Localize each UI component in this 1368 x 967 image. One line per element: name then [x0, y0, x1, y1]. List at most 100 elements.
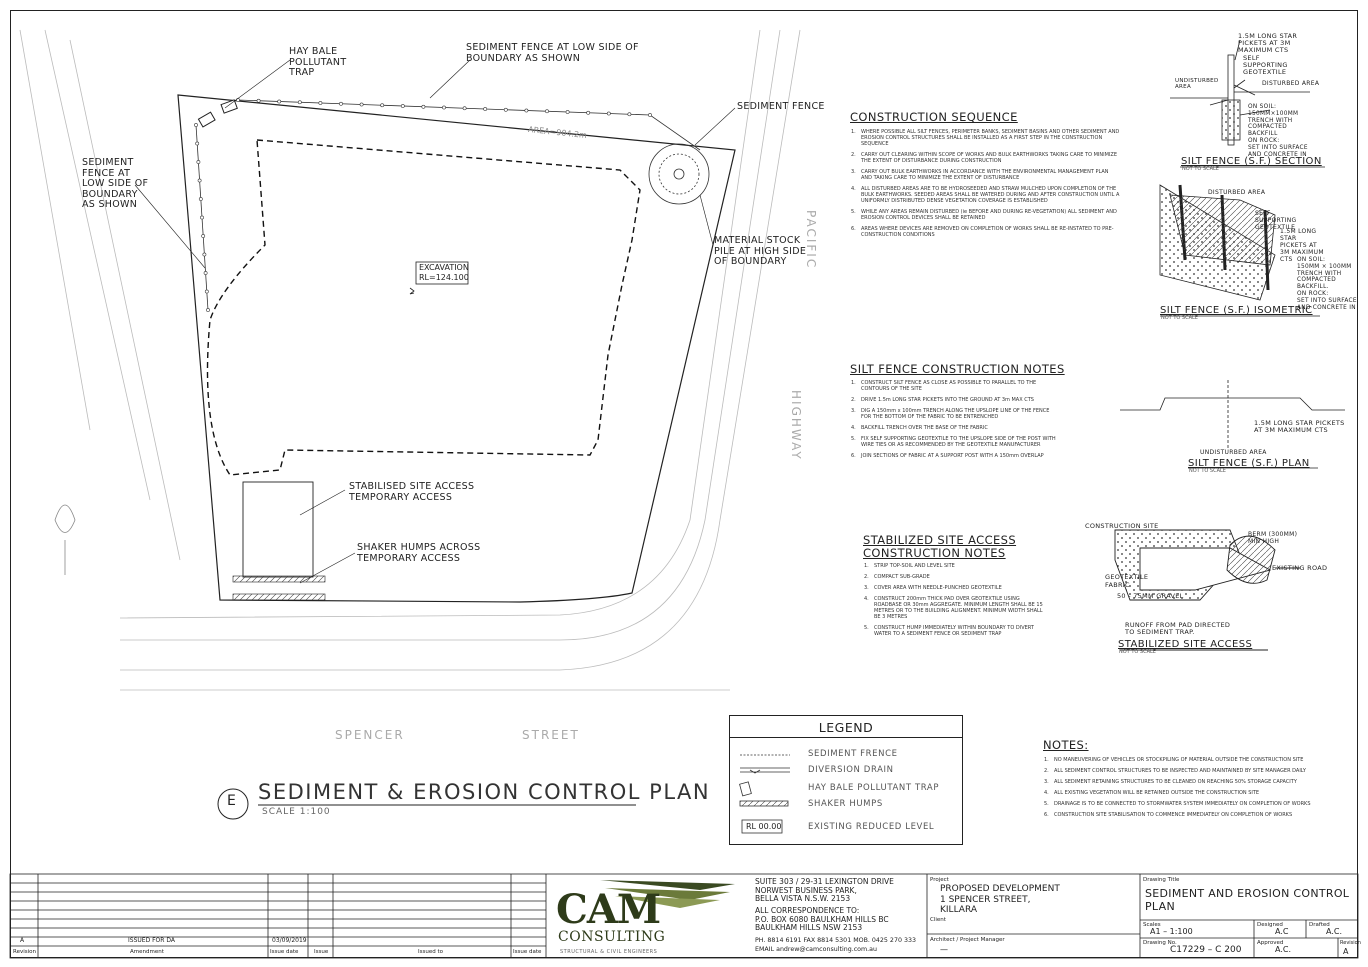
- site-access-callout: STABILISED SITE ACCESS TEMPORARY ACCESS: [349, 481, 475, 503]
- note-item: 4.ALL DISTURBED AREAS ARE TO BE HYDROSEE…: [851, 186, 1121, 204]
- shaker-hump-2: [232, 593, 326, 601]
- fence-post: [606, 111, 611, 116]
- rev-header-issue-date-2: Issue date: [513, 949, 542, 955]
- rev-header-amendment: Amendment: [130, 949, 164, 955]
- street-tree-mark: [54, 504, 76, 575]
- note-text: CONSTRUCT 200mm THICK PAD OVER GEOTEXTIL…: [874, 596, 1043, 620]
- note-text: CARRY OUT CLEARING WITHIN SCOPE OF WORKS…: [861, 152, 1118, 164]
- title-block-grid: [9, 873, 1359, 959]
- note-item: 4.BACKFILL TRENCH OVER THE BASE OF THE F…: [851, 425, 1061, 431]
- section-mark: E: [227, 793, 236, 809]
- site-access-box: [242, 481, 314, 578]
- company-address: SUITE 303 / 29-31 LEXINGTON DRIVE NORWES…: [755, 877, 894, 903]
- note-number: 3.: [864, 585, 869, 591]
- note-item: 4.CONSTRUCT 200mm THICK PAD OVER GEOTEXT…: [864, 596, 1049, 620]
- fence-post: [503, 107, 508, 112]
- client-label: Client: [930, 917, 946, 923]
- legend-symbols: [739, 754, 790, 834]
- shaker-hump-1: [232, 575, 326, 583]
- drafted-label: Drafted: [1309, 922, 1330, 928]
- legend-item-existing-level: EXISTING REDUCED LEVEL: [808, 822, 935, 832]
- silt-fence-notes-title: SILT FENCE CONSTRUCTION NOTES: [850, 362, 1065, 376]
- note-item: 3.ALL SEDIMENT RETAINING STRUCTURES TO B…: [1044, 779, 1344, 785]
- legend-item-diversion-drain: DIVERSION DRAIN: [808, 765, 894, 775]
- note-number: 2.: [851, 397, 856, 403]
- note-number: 6.: [1044, 812, 1049, 818]
- access-berm-label: BERM (300mm) MIN HIGH: [1248, 531, 1298, 545]
- note-text: STRIP TOP-SOIL AND LEVEL SITE: [874, 563, 955, 569]
- section-nts: NOT TO SCALE: [1182, 166, 1219, 172]
- company-phone: PH. 8814 6191 FAX 8814 5301 MOB. 0425 27…: [755, 937, 916, 944]
- fence-post: [627, 112, 632, 117]
- section-pickets-label: 1.5m LONG STAR PICKETS AT 3m MAXIMUM CTS: [1238, 32, 1298, 54]
- access-gravel-label: 50 - 75mm GRAVEL: [1117, 592, 1184, 600]
- legend-rl-sample: RL 00.00: [746, 822, 782, 831]
- note-item: 5.CONSTRUCT HUMP IMMEDIATELY WITHIN BOUN…: [864, 625, 1049, 637]
- note-item: 2.ALL SEDIMENT CONTROL STRUCTURES TO BE …: [1044, 768, 1344, 774]
- legend-item-sediment-fence: SEDIMENT FRENCE: [808, 749, 898, 759]
- designed-label: Designed: [1257, 922, 1283, 928]
- approved-value: A.C.: [1275, 945, 1292, 954]
- fence-post: [204, 289, 209, 294]
- note-item: 5.DRAINAGE IS TO BE CONNECTED TO STORMWA…: [1044, 801, 1344, 807]
- drafted-value: A.C.: [1326, 927, 1343, 936]
- section-geotextile-label: SELF SUPPORTING GEOTEXTILE: [1243, 54, 1288, 76]
- silt-fence-notes-list: 1.CONSTRUCT SILT FENCE AS CLOSE AS POSSI…: [851, 380, 1061, 464]
- company-logo-consulting: CONSULTING: [558, 929, 666, 945]
- note-item: 6.AREAS WHERE DEVICES ARE REMOVED ON COM…: [851, 226, 1121, 238]
- note-item: 3.DIG A 150mm x 100mm TRENCH ALONG THE U…: [851, 408, 1061, 420]
- note-item: 5.FIX SELF SUPPORTING GEOTEXTILE TO THE …: [851, 436, 1061, 448]
- note-number: 5.: [864, 625, 869, 631]
- fence-post: [442, 105, 446, 110]
- designed-value: A.C: [1275, 927, 1289, 936]
- drawing-no-value: C17229 – C 200: [1170, 945, 1242, 955]
- note-text: CONSTRUCTION SITE STABILISATION TO COMME…: [1054, 812, 1293, 818]
- note-text: CARRY OUT BULK EARTHWORKS IN ACCORDANCE …: [861, 169, 1109, 181]
- fence-post: [359, 102, 364, 107]
- note-item: 3.COVER AREA WITH NEEDLE-PUNCHED GEOTEXT…: [864, 585, 1049, 591]
- excavation-outline: [206, 139, 641, 476]
- fence-post: [380, 103, 385, 108]
- cam-logo-stripes: [600, 880, 735, 908]
- street-name-right: STREET: [522, 728, 580, 742]
- rev-row-amendment: ISSUED FOR DA: [128, 937, 175, 944]
- section-title: SILT FENCE (S.F.) SECTION: [1181, 156, 1322, 167]
- silt-fence-isometric-drawing: [1159, 184, 1320, 317]
- construction-sequence-title: CONSTRUCTION SEQUENCE: [850, 110, 1018, 124]
- silt-fence-section-drawing: [1170, 39, 1325, 168]
- note-text: WHILE ANY AREAS REMAIN DISTURBED (ie BEF…: [861, 209, 1117, 221]
- note-text: DIG A 150mm x 100mm TRENCH ALONG THE UPS…: [861, 408, 1050, 420]
- iso-pickets-label: 1.5m LONG STAR PICKETS AT 3m MAXIMUM CTS: [1280, 228, 1324, 263]
- excavation-text: EXCAVATION: [419, 263, 469, 272]
- note-item: 1. STRIP TOP-SOIL AND LEVEL SITE: [864, 563, 1049, 569]
- fence-post: [545, 109, 549, 114]
- note-number: 1.: [1044, 757, 1049, 763]
- access-runoff-label: RUNOFF FROM PAD DIRECTED TO SEDIMENT TRA…: [1125, 621, 1231, 636]
- architect-label: Architect / Project Manager: [930, 937, 1005, 943]
- section-disturbed-label: DISTURBED AREA: [1262, 80, 1320, 87]
- note-number: 6.: [851, 226, 856, 232]
- plan-title: SEDIMENT & EROSION CONTROL PLAN: [258, 780, 711, 804]
- fence-post: [195, 141, 200, 146]
- fence-post: [462, 106, 467, 111]
- isometric-title: SILT FENCE (S.F.) ISOMETRIC: [1160, 305, 1313, 316]
- fence-post: [421, 104, 426, 109]
- fence-post: [201, 234, 206, 238]
- note-text: COMPACT SUB-GRADE: [874, 574, 930, 580]
- approved-label: Approved: [1257, 940, 1284, 946]
- note-number: 2.: [1044, 768, 1049, 774]
- revision-value: A: [1343, 947, 1349, 956]
- road-name-pacific: PACIFIC: [804, 210, 818, 270]
- note-item: 4.ALL EXISTING VEGETATION WILL BE RETAIN…: [1044, 790, 1344, 796]
- note-number: 4.: [851, 186, 856, 192]
- note-item: 3.CARRY OUT BULK EARTHWORKS IN ACCORDANC…: [851, 169, 1121, 181]
- plan-scale: SCALE 1:100: [262, 807, 331, 817]
- rev-header-revision: Revision: [13, 949, 36, 955]
- architect-value: —: [940, 945, 948, 954]
- iso-trench-label: ON SOIL: 150mm × 100mm TRENCH WITH COMPA…: [1297, 257, 1357, 311]
- note-number: 1.: [864, 563, 869, 569]
- company-email: EMAIL andrew@camconsulting.com.au: [755, 946, 877, 953]
- rev-row-date: 03/09/2019: [272, 937, 307, 944]
